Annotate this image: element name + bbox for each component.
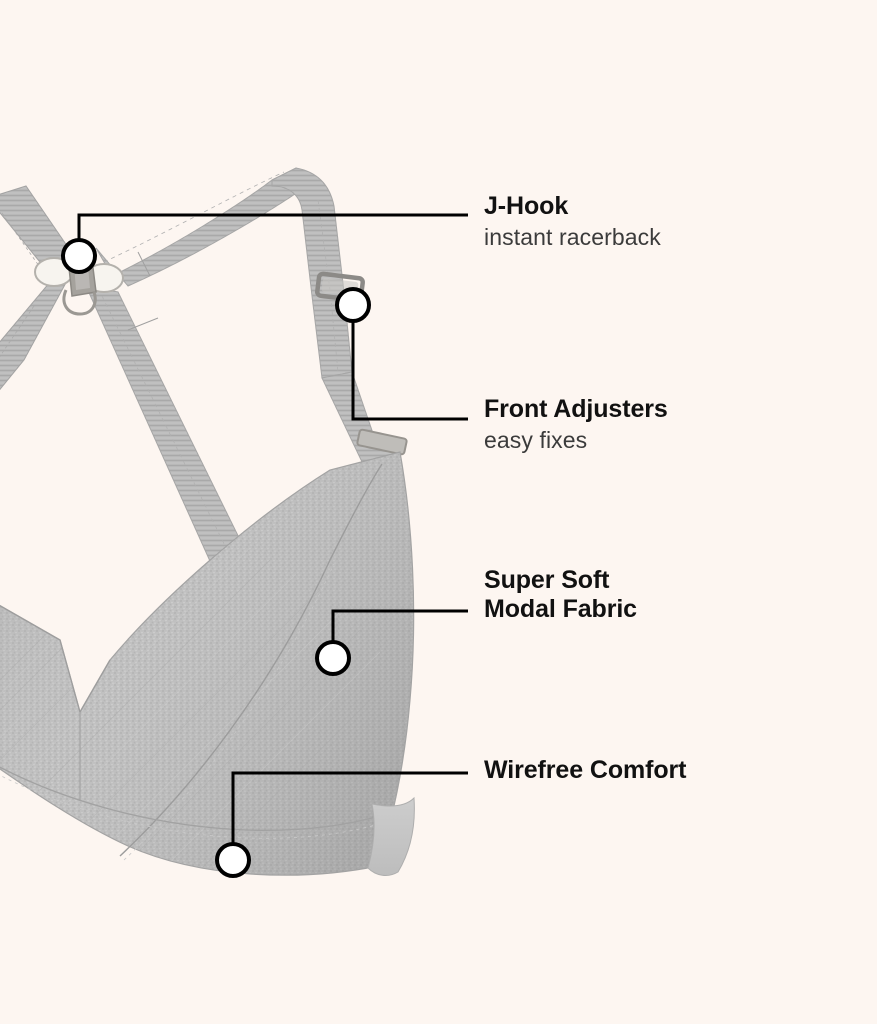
center-gore-seam — [0, 604, 111, 800]
j-hook-hardware — [34, 257, 124, 316]
marker-front-adjusters — [335, 287, 371, 323]
callout-jhook-subtitle: instant racerback — [484, 224, 661, 250]
marker-wirefree-comfort — [215, 842, 251, 878]
cup-seam — [119, 463, 383, 861]
callout-jhook-title: J-Hook — [484, 192, 569, 220]
leader-line-wirefree-comfort — [231, 771, 468, 850]
leader-line-jhook — [77, 213, 468, 246]
callout-wirefree-comfort-title: Wirefree Comfort — [484, 756, 687, 784]
callout-front-adjusters-subtitle: easy fixes — [484, 427, 588, 453]
callout-modal-fabric: Super Soft Modal Fabric — [484, 566, 637, 624]
callout-jhook: J-Hook instant racerback — [484, 192, 661, 253]
marker-jhook — [61, 238, 97, 274]
strap-cup-joint — [356, 428, 408, 456]
callout-front-adjusters: Front Adjusters easy fixes — [484, 395, 668, 456]
callout-front-adjusters-title: Front Adjusters — [484, 395, 668, 423]
underband-seam — [0, 766, 393, 839]
callout-wirefree-comfort: Wirefree Comfort — [484, 756, 686, 785]
back-strap-lower-left — [0, 266, 76, 391]
leader-lines-group — [77, 213, 468, 850]
callout-modal-fabric-title: Super Soft Modal Fabric — [484, 566, 637, 623]
marker-modal-fabric — [315, 640, 351, 676]
callout-markers-group — [61, 238, 371, 878]
leader-line-modal-fabric — [331, 609, 468, 648]
side-band-panel — [367, 796, 415, 876]
leader-line-front-adjusters — [351, 315, 468, 421]
